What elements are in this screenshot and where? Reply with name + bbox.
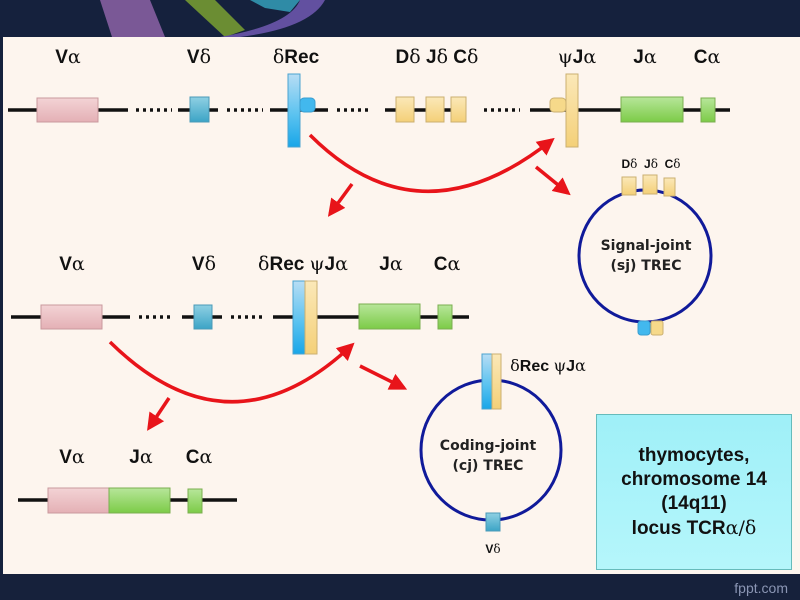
row1-ddelta-segment [395,96,415,123]
sj-cdelta-segment [663,177,676,197]
row1-drec-segment [287,73,301,148]
cj-vdelta-segment [485,512,501,532]
row2-calpha-segment [437,304,453,330]
row1-valpha-segment [36,97,99,123]
row1-drec-rss [299,97,316,113]
cj-bottom-label-vdelta: Vδ [485,542,501,556]
cj-trec-label: Coding-joint(cj) TREC [439,438,537,474]
sj-trec-label: Signal-joint(sj) TREC [600,238,692,274]
row1-label-psi-jalpha: ψJα [557,46,597,68]
arrow-to-row2 [327,182,354,217]
cj-psija-segment [491,353,502,410]
dna-ribbon-purple [100,0,165,37]
row2-label-vdelta: Vδ [191,253,217,275]
row1-vdelta-segment [189,96,210,123]
row3-label-valpha: Vα [59,446,85,468]
row2-jalpha-segment [358,303,421,330]
row2-vdelta-segment [193,304,213,330]
row2-label-drec-psija: δRec ψJα [258,253,348,275]
row3-jalpha-segment [108,487,171,514]
arrow-to-cj-trec [359,364,408,390]
coding-joint-trec [419,353,563,532]
row2-chromosome [11,280,469,355]
row3-label-jalpha: Jα [129,446,153,468]
dna-ribbon-teal [250,0,300,12]
sj-segment-labels: Dδ Jδ Cδ [621,157,681,171]
row1-jalpha-segment [620,96,684,123]
cj-drec-segment [481,353,493,410]
arrow-to-row3 [147,397,171,431]
sj-ddelta-segment [621,176,637,196]
row3-chromosome [18,487,237,514]
row1-chromosome [8,73,730,148]
row1-label-calpha: Cα [693,46,721,68]
dna-ribbon-green [185,0,245,37]
row1-label-drec: δRec [272,46,320,68]
row1-psija-rss [549,97,567,113]
dna-ribbon-violet [220,0,325,37]
row2-psija-segment [304,280,318,355]
row2-label-valpha: Vα [59,253,85,275]
footer-watermark: fppt.com [734,580,788,596]
row2-drec-segment [292,280,306,355]
row2-valpha-segment [40,304,103,330]
row3-valpha-segment [47,487,110,514]
row1-calpha-segment [700,97,716,123]
arrow-to-sj-trec [534,165,571,196]
row1-arrows [308,133,571,217]
row2-label-calpha: Cα [433,253,461,275]
sj-psija-rss [650,320,664,336]
row3-calpha-segment [187,488,203,514]
row3-label-calpha: Cα [185,446,213,468]
row1-label-d-j-c-delta: Dδ Jδ Cδ [395,46,479,68]
recombination-arc-2 [108,340,355,404]
row2-label-jalpha: Jα [379,253,403,275]
info-box-text: thymocytes, chromosome 14 (14q11) locus … [621,444,767,539]
row1-label-jalpha: Jα [633,46,657,68]
row1-psija-segment [565,73,579,148]
row1-cdelta-segment [450,96,467,123]
signal-joint-trec [577,174,713,336]
row1-jdelta-segment [425,96,445,123]
recombination-arc-1 [308,133,555,193]
row2-arrows [108,340,408,431]
row1-label-valpha: Vα [55,46,81,68]
cj-top-label: δRec ψJα [510,356,586,375]
sj-jdelta-segment [642,174,658,195]
row1-label-vdelta: Vδ [186,46,212,68]
sj-drec-rss [637,320,651,336]
info-box: thymocytes, chromosome 14 (14q11) locus … [596,414,792,570]
